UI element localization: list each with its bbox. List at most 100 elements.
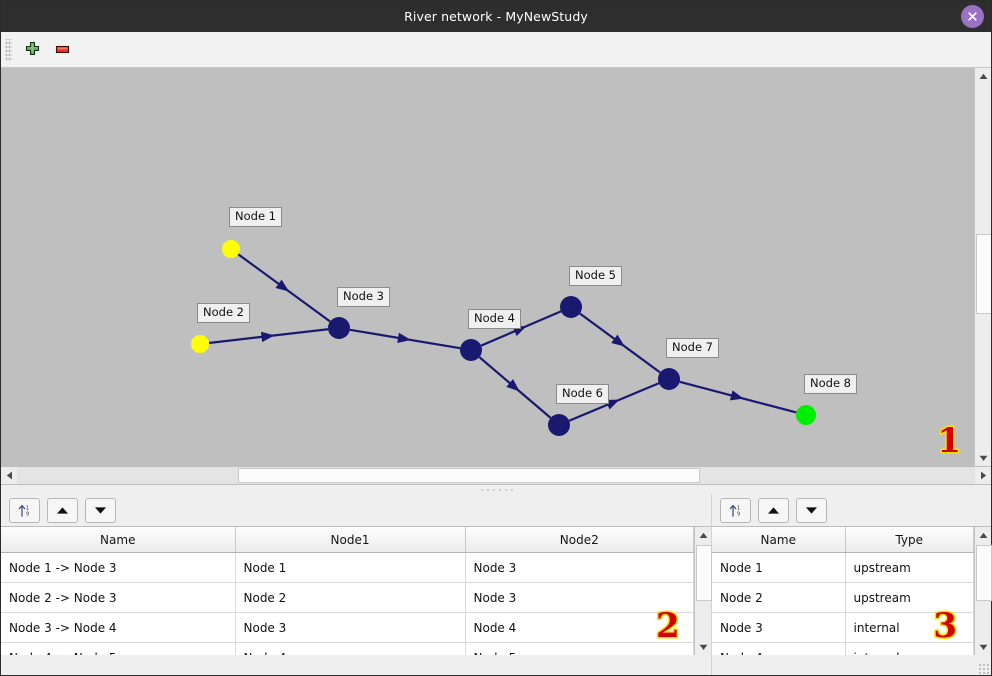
network-node[interactable]	[328, 317, 350, 339]
hscroll-thumb[interactable]	[238, 468, 700, 483]
network-canvas[interactable]: Node 1 Node 2 Node 3 Node 4 Node 5 Node 6 Node…	[1, 68, 991, 466]
sort-ascending-icon: 1 9	[18, 504, 29, 517]
svg-text:9: 9	[26, 511, 29, 517]
annotation-marker-1: 1	[936, 421, 963, 461]
pane-splitter[interactable]	[1, 485, 991, 494]
reaches-move-down-button[interactable]	[85, 497, 116, 523]
reaches-scroll-up-button[interactable]	[695, 527, 711, 543]
edge-arrow-icon	[260, 331, 275, 343]
scroll-down-button[interactable]	[975, 450, 991, 466]
nodes-scroll-down-button[interactable]	[975, 639, 991, 655]
triangle-left-icon	[6, 471, 12, 480]
table-cell[interactable]: Node 1	[235, 552, 466, 583]
network-node[interactable]	[191, 335, 209, 353]
table-cell[interactable]: Node 3	[465, 552, 694, 583]
table-cell[interactable]: Node 3 -> Node 4	[1, 612, 236, 643]
table-cell[interactable]: Node 4	[235, 642, 466, 655]
node-label[interactable]: Node 5	[569, 266, 622, 286]
table-cell[interactable]: Node 4 -> Node 5	[1, 642, 236, 655]
node-label[interactable]: Node 7	[666, 338, 719, 358]
triangle-down-icon	[979, 455, 987, 461]
triangle-up-icon	[57, 506, 68, 514]
table-cell[interactable]: Node 5	[465, 642, 694, 655]
network-node[interactable]	[460, 339, 482, 361]
canvas-horizontal-scrollbar[interactable]	[1, 466, 991, 485]
edge-arrow-icon	[611, 334, 625, 347]
remove-node-button[interactable]	[47, 35, 77, 65]
table-cell[interactable]: Node 1	[712, 552, 846, 583]
add-node-button[interactable]	[17, 35, 47, 65]
reaches-sort-button[interactable]: 1 9	[9, 497, 40, 523]
network-node[interactable]	[222, 240, 240, 258]
nodes-move-up-button[interactable]	[758, 497, 789, 523]
nodes-vscroll-thumb[interactable]	[976, 545, 992, 601]
table-cell[interactable]: Node 3	[235, 612, 466, 643]
node-label[interactable]: Node 6	[556, 384, 609, 404]
table-cell[interactable]: Node 3	[465, 582, 694, 613]
scroll-right-button[interactable]	[975, 467, 991, 484]
reaches-move-up-button[interactable]	[47, 497, 78, 523]
triangle-down-icon	[95, 506, 106, 514]
table-cell[interactable]: Node 4	[712, 642, 846, 655]
column-header[interactable]: Type	[845, 527, 974, 553]
network-node[interactable]	[548, 414, 570, 436]
node-label[interactable]: Node 8	[804, 374, 857, 394]
canvas-vertical-scrollbar[interactable]	[974, 68, 991, 466]
column-header[interactable]: Name	[1, 527, 236, 553]
edge-arrow-icon	[605, 399, 620, 410]
table-cell[interactable]: upstream	[845, 552, 974, 583]
nodes-scroll-up-button[interactable]	[975, 527, 991, 543]
hscroll-track[interactable]	[17, 467, 975, 484]
node-label[interactable]: Node 4	[468, 309, 521, 329]
network-diagram	[191, 240, 816, 436]
reaches-toolbar: 1 9	[1, 494, 711, 526]
network-node[interactable]	[658, 368, 680, 390]
window-title: River network - MyNewStudy	[404, 9, 588, 24]
window-resize-grip[interactable]	[978, 663, 989, 674]
scroll-left-button[interactable]	[1, 467, 17, 484]
close-button[interactable]	[961, 5, 984, 28]
network-node[interactable]	[796, 405, 816, 425]
table-cell[interactable]: Node 1 -> Node 3	[1, 552, 236, 583]
table-row[interactable]: Node 4internal	[712, 642, 974, 655]
table-cell[interactable]: internal	[845, 612, 974, 643]
table-cell[interactable]: upstream	[845, 582, 974, 613]
reaches-vertical-scrollbar[interactable]	[694, 527, 712, 655]
nodes-vertical-scrollbar[interactable]	[974, 527, 992, 655]
table-cell[interactable]: internal	[845, 642, 974, 655]
node-label[interactable]: Node 3	[337, 287, 390, 307]
reaches-vscroll-thumb[interactable]	[696, 545, 712, 601]
reaches-pane-footer	[1, 655, 711, 675]
table-cell[interactable]: Node 2	[712, 582, 846, 613]
toolbar-drag-handle[interactable]	[5, 38, 12, 61]
table-cell[interactable]: Node 4	[465, 612, 694, 643]
table-cell[interactable]: Node 2 -> Node 3	[1, 582, 236, 613]
scroll-up-button[interactable]	[975, 68, 991, 84]
network-node[interactable]	[560, 296, 582, 318]
column-header[interactable]: Name	[712, 527, 846, 553]
table-cell[interactable]: Node 3	[712, 612, 846, 643]
table-cell[interactable]: Node 2	[235, 582, 466, 613]
nodes-sort-button[interactable]: 1 9	[720, 497, 751, 523]
node-label[interactable]: Node 1	[229, 207, 282, 227]
triangle-up-icon	[979, 532, 987, 538]
nodes-move-down-button[interactable]	[796, 497, 827, 523]
reaches-scroll-down-button[interactable]	[695, 639, 711, 655]
canvas-vscroll-thumb[interactable]	[976, 234, 991, 314]
node-label[interactable]: Node 2	[197, 303, 250, 323]
column-header[interactable]: Node2	[465, 527, 694, 553]
column-header[interactable]: Node1	[235, 527, 466, 553]
